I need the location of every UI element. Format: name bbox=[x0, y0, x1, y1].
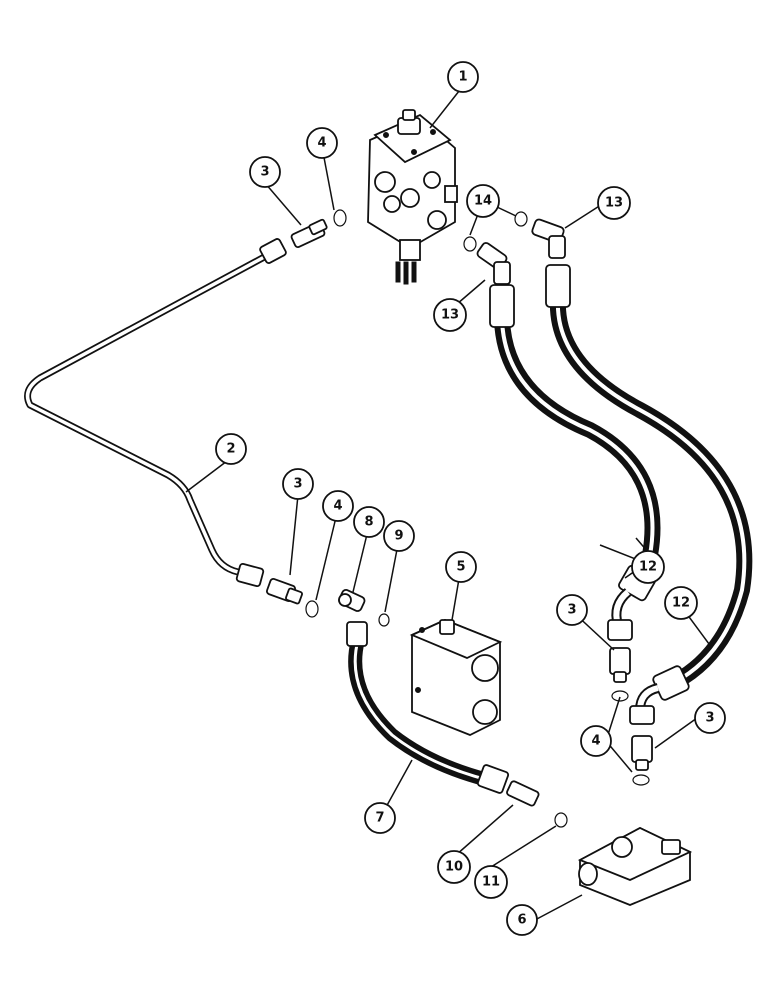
callout-circle-13b bbox=[597, 186, 631, 220]
callout-circle-4c bbox=[580, 725, 612, 757]
elbow-13-upper bbox=[531, 218, 566, 259]
adapter-right-upper bbox=[609, 647, 631, 683]
callout-circle-4b bbox=[322, 490, 354, 522]
callout-circle-12b bbox=[664, 586, 698, 620]
callout-circle-8 bbox=[353, 506, 385, 538]
callout-circle-13a bbox=[433, 298, 467, 332]
o-ring-right-lower bbox=[632, 774, 650, 786]
callout-circle-7 bbox=[364, 802, 396, 834]
callout-number-4a: 4 bbox=[317, 136, 326, 151]
elbow-13-lower bbox=[476, 242, 511, 285]
callout-number-3a: 3 bbox=[260, 165, 269, 180]
callout-circle-3b bbox=[282, 468, 314, 500]
callout-circle-3c bbox=[556, 594, 588, 626]
hose-lower bbox=[346, 621, 510, 794]
callout-circle-12a bbox=[631, 550, 665, 584]
callout-circle-2 bbox=[215, 433, 247, 465]
hose-long-right bbox=[545, 264, 753, 725]
hose-long-left bbox=[489, 284, 661, 641]
callout-circle-14 bbox=[466, 184, 500, 218]
callout-circle-5 bbox=[445, 551, 477, 583]
callout-number-6: 6 bbox=[517, 913, 526, 928]
straight-fitting bbox=[506, 780, 540, 807]
callout-number-7: 7 bbox=[375, 811, 384, 826]
adapter-upper bbox=[290, 218, 328, 249]
elbow-fitting bbox=[338, 589, 366, 612]
callout-number-5: 5 bbox=[456, 560, 465, 575]
o-ring-lower bbox=[305, 600, 319, 618]
adapter-lower bbox=[265, 577, 303, 605]
callout-number-13b: 13 bbox=[605, 196, 623, 211]
selector-block bbox=[577, 826, 693, 906]
callout-number-11: 11 bbox=[482, 875, 500, 890]
steel-tube bbox=[24, 238, 287, 588]
callout-number-10: 10 bbox=[445, 860, 463, 875]
o-ring-14a bbox=[463, 236, 477, 252]
relief-valve-block bbox=[409, 619, 503, 736]
callout-number-4c: 4 bbox=[591, 734, 600, 749]
callout-number-9: 9 bbox=[394, 529, 403, 544]
o-ring-upper bbox=[333, 209, 347, 227]
callout-circle-11 bbox=[474, 865, 508, 899]
callout-number-4b: 4 bbox=[333, 499, 342, 514]
o-ring-right-upper bbox=[611, 690, 629, 702]
o-ring-11 bbox=[554, 812, 568, 828]
callout-circle-4a bbox=[306, 127, 338, 159]
o-ring-14b bbox=[514, 211, 528, 227]
callout-number-3c: 3 bbox=[567, 603, 576, 618]
callout-number-1: 1 bbox=[458, 70, 467, 85]
control-valve bbox=[367, 109, 458, 285]
o-ring-9 bbox=[378, 613, 390, 627]
callout-circle-6 bbox=[506, 904, 538, 936]
callout-number-8: 8 bbox=[364, 515, 373, 530]
callout-number-3b: 3 bbox=[293, 477, 302, 492]
callout-circle-3d bbox=[694, 702, 726, 734]
callout-number-12a: 12 bbox=[639, 560, 657, 575]
callout-circle-1 bbox=[447, 61, 479, 93]
callout-number-12b: 12 bbox=[672, 596, 690, 611]
callout-number-13a: 13 bbox=[441, 308, 459, 323]
callouts: 1 2 3 3 3 3 4 4 4 5 6 7 8 9 10 11 12 bbox=[215, 61, 726, 936]
callout-circle-10 bbox=[437, 850, 471, 884]
callout-number-14: 14 bbox=[474, 194, 492, 209]
callout-circle-3a bbox=[249, 156, 281, 188]
callout-number-3d: 3 bbox=[705, 711, 714, 726]
callout-number-2: 2 bbox=[226, 442, 235, 457]
adapter-right-lower bbox=[631, 735, 653, 771]
callout-circle-9 bbox=[383, 520, 415, 552]
